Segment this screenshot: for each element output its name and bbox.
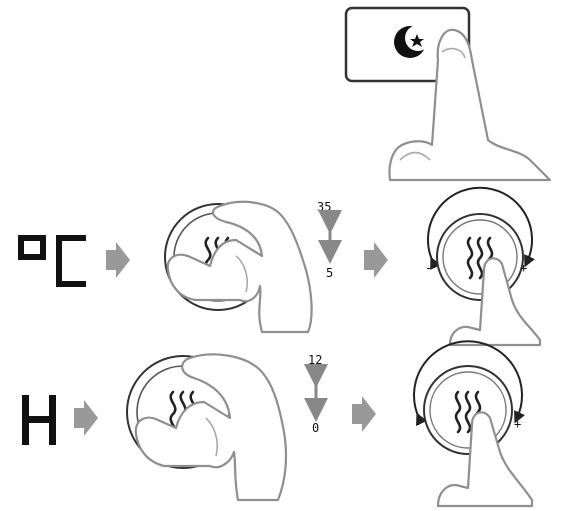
gripping-hand xyxy=(168,202,312,332)
knob-turn-illustration xyxy=(127,354,286,500)
knob-rotate-illustration: - + xyxy=(414,341,532,506)
range-indicator: 35 5 xyxy=(317,200,333,280)
minus-label: - xyxy=(414,417,421,431)
knob-turn-illustration xyxy=(165,202,312,332)
range-min: 0 xyxy=(312,421,319,435)
plus-label: + xyxy=(520,261,527,275)
range-min: 5 xyxy=(326,266,333,280)
minus-label: - xyxy=(425,261,432,275)
flow-arrow xyxy=(364,242,388,278)
row-1: 35 5 - + xyxy=(18,188,540,345)
range-max: 35 xyxy=(317,200,331,214)
knob-rotate-illustration: - + xyxy=(425,188,540,345)
flow-arrow xyxy=(106,242,130,278)
degree-celsius-segment-icon xyxy=(18,235,86,287)
flow-arrow xyxy=(352,396,376,432)
range-max: 12 xyxy=(308,353,322,367)
night-mode-button-group xyxy=(346,8,550,180)
row-2: 12 0 - + xyxy=(22,341,532,506)
flow-arrow xyxy=(74,400,98,436)
hour-segment-icon xyxy=(22,395,56,445)
plus-label: + xyxy=(514,417,521,431)
range-indicator: 12 0 xyxy=(308,353,322,435)
